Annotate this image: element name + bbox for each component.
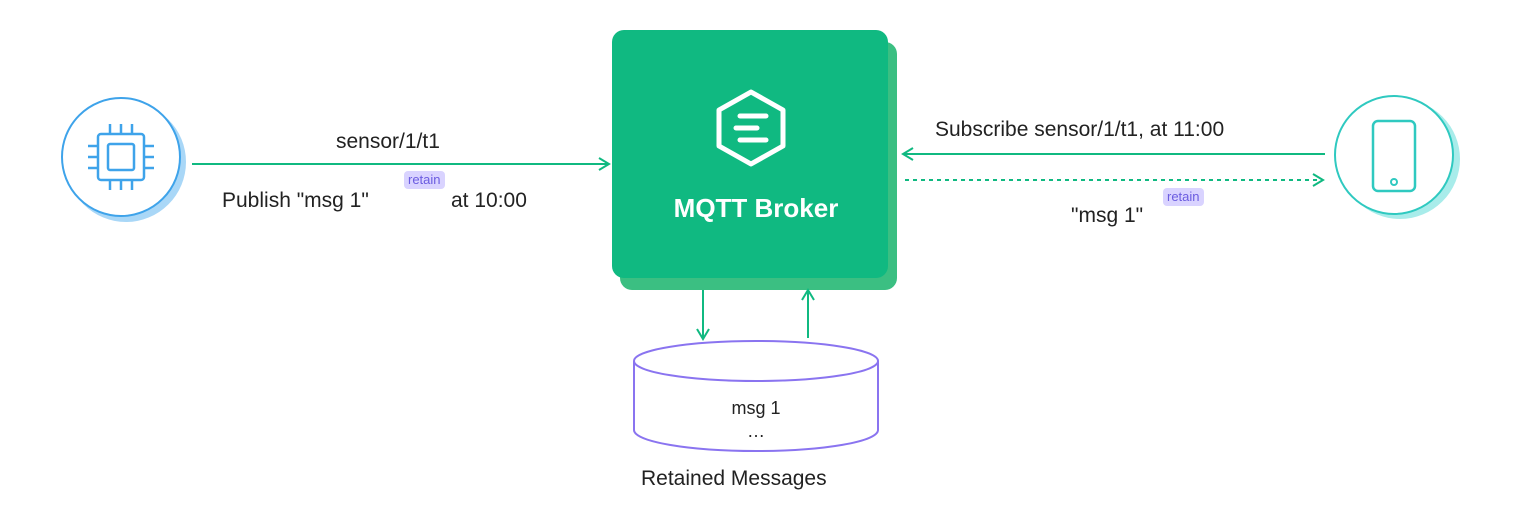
publish-retain-badge: retain bbox=[404, 171, 445, 189]
store-caption: Retained Messages bbox=[641, 467, 827, 490]
chip-icon bbox=[88, 124, 154, 190]
publish-topic-label: sensor/1/t1 bbox=[336, 130, 440, 153]
store-more: … bbox=[747, 421, 765, 441]
broker-title: MQTT Broker bbox=[673, 193, 839, 223]
subscriber-node bbox=[1334, 95, 1460, 219]
phone-icon bbox=[1371, 119, 1417, 193]
publish-message-label: Publish "msg 1" bbox=[222, 189, 369, 212]
publish-time-label: at 10:00 bbox=[451, 189, 527, 212]
broker-node bbox=[612, 30, 897, 290]
retained-store-cylinder bbox=[633, 340, 879, 452]
publisher-node bbox=[61, 97, 186, 222]
delivered-retain-badge: retain bbox=[1163, 188, 1204, 206]
mqtt-logo-icon bbox=[716, 89, 786, 167]
delivered-message-label: "msg 1" bbox=[1071, 204, 1144, 227]
store-item: msg 1 bbox=[731, 398, 781, 418]
subscribe-label: Subscribe sensor/1/t1, at 11:00 bbox=[935, 118, 1225, 141]
